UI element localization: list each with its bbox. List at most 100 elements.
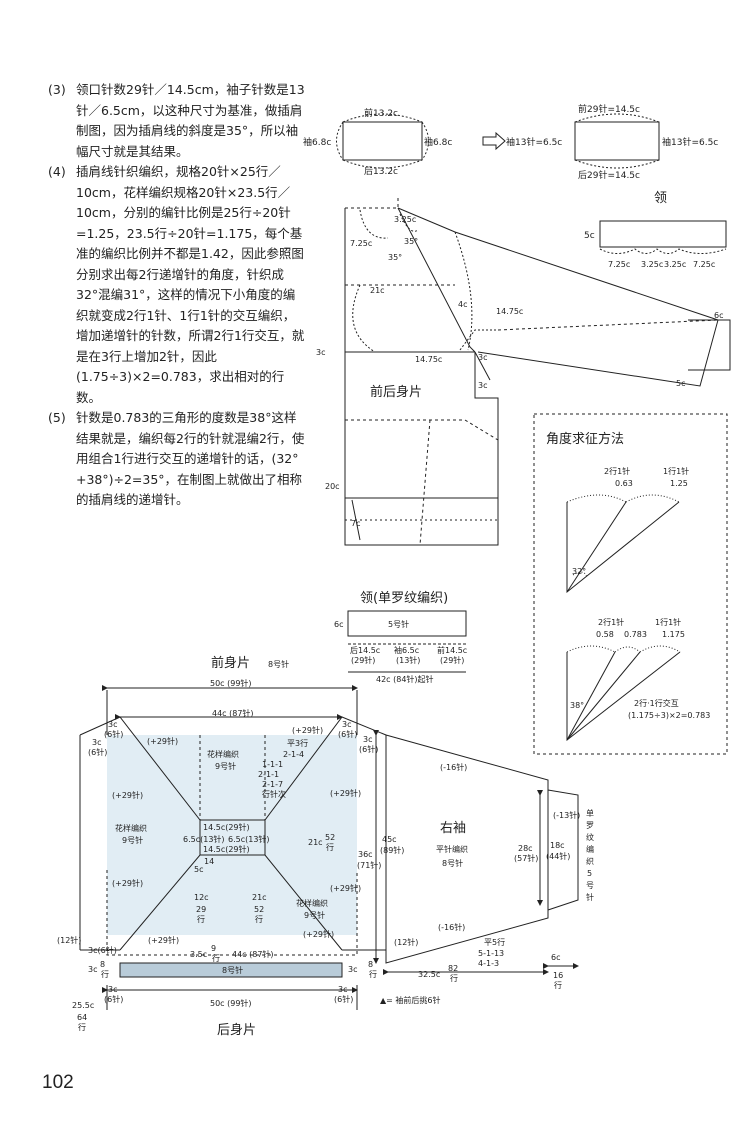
- sleeve-inner-h: 36c: [358, 850, 373, 859]
- front-pattern-left: 花样编织: [115, 823, 147, 833]
- front-side-3c: 3c(6针): [88, 945, 117, 955]
- angle-top-l2: 1行1针: [663, 466, 689, 476]
- front-h-52b: 行: [255, 914, 263, 924]
- body-draft-title: 前后身片: [370, 384, 422, 400]
- front-rule-5: 2-1-7: [262, 780, 283, 789]
- sleeve-rib-8: 针: [586, 892, 594, 902]
- front-rule-2: 2-1-4: [283, 750, 304, 759]
- ribbing-part-4: (13针): [396, 655, 420, 665]
- front-rows-8b: 行: [101, 969, 109, 979]
- front-rule-6: 行针次: [262, 789, 286, 799]
- front-pattern-right-needle: 9号针: [304, 910, 325, 920]
- back-left-h: 25.5c: [72, 1001, 94, 1010]
- front-bot-width: 44c (87针): [232, 949, 274, 959]
- front-mid-l-st: (6针): [88, 747, 107, 757]
- front-h-52rb: 行: [326, 842, 334, 852]
- draft-label-i: 3c: [316, 348, 326, 357]
- sleeve-rule-3: 4-1-3: [478, 959, 499, 968]
- draft-label-f: 4c: [458, 300, 468, 309]
- diagram-labels: 前13.2c 后13.2c 袖6.8c 袖6.8c 前29针=14.5c 后29…: [57, 103, 724, 1038]
- back-title: 后身片: [217, 1022, 256, 1038]
- front-rule-1: 平3行: [287, 738, 308, 748]
- note-5: (5)针数是0.783的三角形的度数是38°这样结果就是，编织每2行的针就混编2…: [48, 410, 305, 507]
- draft-label-m: 3c: [478, 381, 488, 390]
- sleeve-title: 右袖: [440, 821, 466, 836]
- sleeve-cuff-len: 6c: [551, 953, 561, 962]
- draft-label-k: 6c: [714, 311, 724, 320]
- front-top-width: 44c (87针): [212, 708, 254, 718]
- draft-label-h: 14.75c: [415, 355, 442, 364]
- front-h-29b: 行: [197, 914, 205, 924]
- angle-note-2: (1.175÷3)×2=0.783: [628, 711, 710, 720]
- front-body-pattern: [79, 685, 387, 1010]
- back-corner-r: 3c: [338, 985, 348, 994]
- sleeve-wrist: 28c: [518, 844, 533, 853]
- collar-seg-2: 3.25c: [641, 260, 663, 269]
- sleeve-cuff-rows: 16: [553, 971, 563, 980]
- note-3: (3)领口针数29针／14.5cm，袖子针数是13针／6.5cm，以这种尺寸为基…: [48, 82, 305, 159]
- front-h-52: 52: [254, 905, 264, 914]
- sleeve-length-rows: 82: [448, 964, 458, 973]
- angle-top-deg: 32°: [572, 567, 586, 576]
- angle-bottom-v1: 0.58: [596, 630, 614, 639]
- sleeve-dec-top: (-16针): [440, 762, 467, 772]
- right-rect-top-label: 前29针=14.5c: [578, 103, 640, 115]
- sleeve-pattern-label: 平针编织: [436, 844, 468, 854]
- draft-label-e: 21c: [370, 286, 385, 295]
- sleeve-dec-bottom: (-16针): [438, 922, 465, 932]
- collar-seg-1: 7.25c: [608, 260, 630, 269]
- front-title: 前身片: [211, 655, 250, 671]
- front-inc-1: (+29针): [147, 736, 178, 746]
- front-mid-r-st: (6针): [359, 744, 378, 754]
- instruction-notes: (3)领口针数29针／14.5cm，袖子针数是13针／6.5cm，以这种尺寸为基…: [48, 80, 306, 511]
- left-rect-left-label: 袖6.8c: [303, 136, 331, 148]
- front-rows-8rb: 行: [369, 969, 377, 979]
- sleeve-rule-2: 5-1-13: [478, 949, 504, 958]
- ribbing-part-2: (29针): [351, 655, 375, 665]
- angle-method-box: [533, 413, 728, 755]
- front-inc-8: (+29针): [303, 929, 334, 939]
- front-shoulder-r-st: (6针): [338, 729, 357, 739]
- front-mid-l: 3c: [92, 738, 102, 747]
- sleeve-side-12: (12针): [394, 937, 418, 947]
- sleeve-rib-2: 罗: [586, 821, 594, 830]
- draft-label-n: 20c: [325, 482, 340, 491]
- front-inc-7: (+29针): [148, 935, 179, 945]
- angle-top-v2: 1.25: [670, 479, 688, 488]
- front-width: 50c (99针): [210, 678, 252, 688]
- angle-bottom-v3: 1.175: [662, 630, 685, 639]
- front-shoulder-l: 3c: [108, 720, 118, 729]
- sleeve-length-rows-b: 行: [450, 973, 458, 983]
- sleeve-rib-7: 号: [586, 881, 594, 890]
- front-rule-4: 2-1-1: [258, 770, 279, 779]
- left-rect-top-label: 前13.2c: [364, 107, 398, 119]
- sleeve-rib-5: 织: [586, 856, 594, 866]
- draft-label-d: 35°: [404, 237, 418, 246]
- note-4: (4)插肩线针织编织，规格20针×25行／10cm，花样编织规格20针×23.5…: [48, 164, 305, 405]
- front-inc-4: (+29针): [330, 788, 361, 798]
- front-pattern-center: 花样编织: [207, 749, 239, 759]
- front-shoulder-l-st: (6针): [104, 729, 123, 739]
- front-rule-3: 1-1-1: [262, 760, 283, 769]
- collar-seg-3: 3.25c: [664, 260, 686, 269]
- sleeve-rib-3: 纹: [586, 832, 594, 842]
- collar-strip: [599, 220, 727, 254]
- front-h-29: 29: [196, 905, 206, 914]
- front-side-12: (12针): [57, 935, 81, 945]
- ribbing-title: 领(单罗纹编织): [360, 591, 448, 606]
- draft-label-o: 7c: [351, 519, 361, 528]
- ribbing-part-6: (29针): [440, 655, 464, 665]
- ribbing-side: 6c: [334, 620, 344, 629]
- sleeve-wrist-st: (57针): [514, 853, 538, 863]
- neckline-ratio-diagram: [336, 113, 660, 169]
- sleeve-rib-6: 5: [587, 869, 592, 878]
- collar-seg-4: 7.25c: [693, 260, 715, 269]
- angle-top-v1: 0.63: [615, 479, 633, 488]
- front-rows-3cr: 3c: [348, 965, 358, 974]
- sleeve-rib-4: 编: [586, 844, 594, 854]
- sleeve-pattern: [373, 730, 579, 975]
- front-inc-2: (+29针): [292, 725, 323, 735]
- front-rows-8: 8: [100, 960, 105, 969]
- front-pattern-left-needle: 9号针: [122, 835, 143, 845]
